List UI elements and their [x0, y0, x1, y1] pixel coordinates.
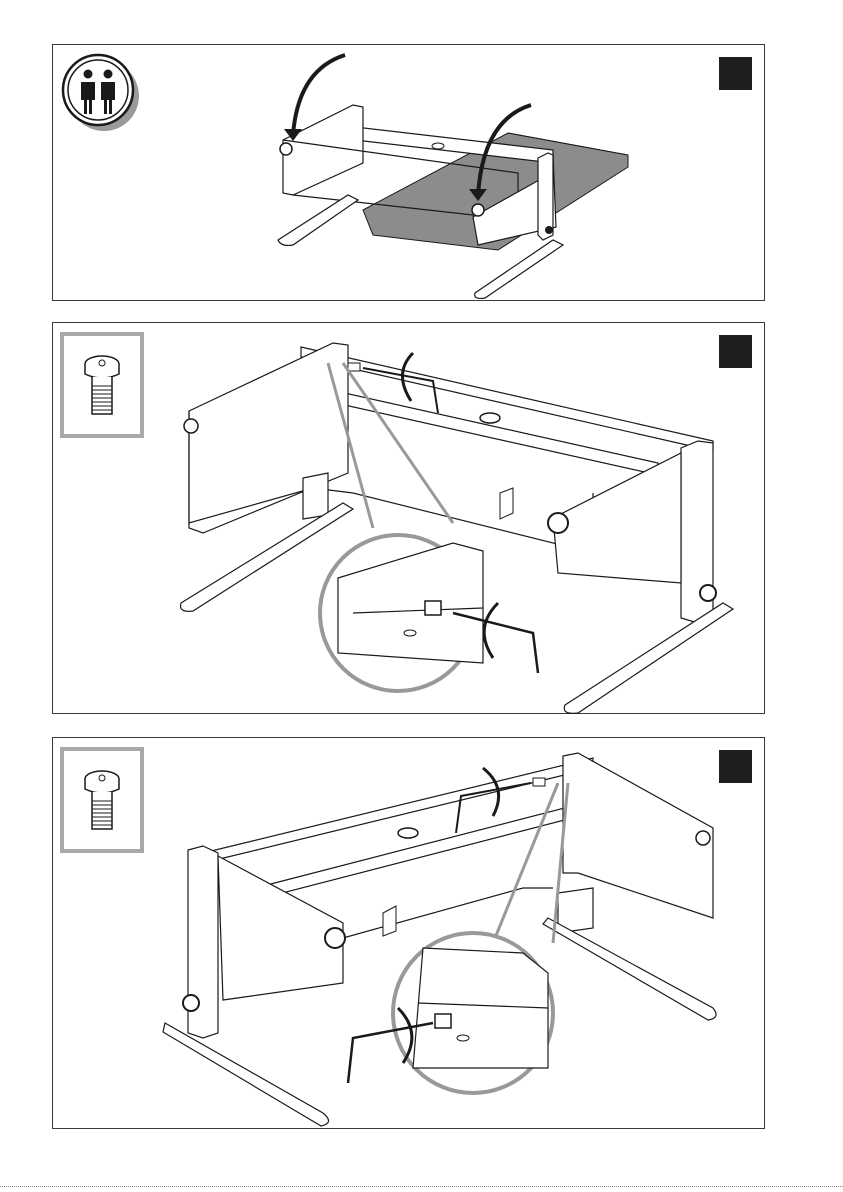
assembly-step-3-panel — [52, 737, 765, 1129]
bolt-tightening-illustration-right — [53, 738, 766, 1130]
step-marker — [719, 750, 752, 783]
step-marker — [719, 57, 752, 90]
bolt-tightening-illustration-left — [53, 323, 766, 715]
desk-frame-flip-illustration — [53, 45, 766, 302]
page-bottom-rule — [0, 1186, 843, 1189]
assembly-step-1-panel — [52, 44, 765, 301]
step-marker — [719, 335, 752, 368]
assembly-step-2-panel — [52, 322, 765, 714]
